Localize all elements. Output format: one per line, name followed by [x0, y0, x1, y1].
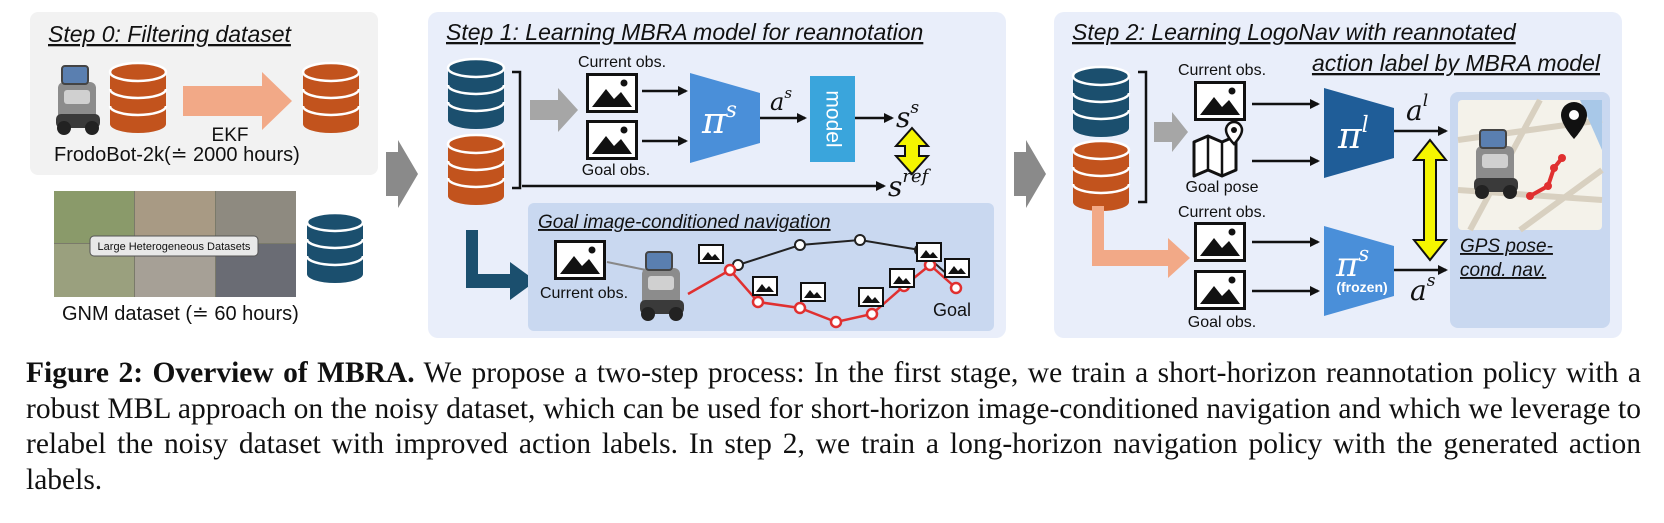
policy-s-label: πs	[701, 98, 737, 142]
image-icon	[889, 268, 915, 288]
gps-label-line1: GPS pose-	[1460, 236, 1553, 257]
database-icon	[305, 211, 365, 285]
ekf-label: EKF	[212, 125, 249, 146]
image-icon	[1194, 222, 1246, 262]
step2-goal-obs-label: Goal obs.	[1188, 314, 1256, 331]
policy-s-block	[690, 73, 760, 163]
action-s-label: as	[770, 84, 792, 116]
image-icon	[586, 120, 638, 160]
frozen-label: (frozen)	[1336, 279, 1387, 295]
database-icon	[1071, 65, 1131, 139]
policy-l-block	[1324, 88, 1394, 178]
policy-l-label: πl	[1337, 113, 1369, 157]
goal-pose-label: Goal pose	[1186, 179, 1259, 196]
step1-title: Step 1: Learning MBRA model for reannota…	[446, 19, 923, 45]
policy-s-frozen-block	[1324, 226, 1394, 316]
step0-title: Step 0: Filtering dataset	[48, 21, 293, 47]
image-icon	[858, 287, 884, 307]
image-icon	[752, 276, 778, 296]
action-l-label: al	[1406, 91, 1428, 127]
mbra-overview-diagram: Step 0: Filtering dataset EKF FrodoBot-2…	[30, 12, 1622, 338]
frodobot-label: FrodoBot-2k(≐ 2000 hours)	[54, 144, 300, 166]
database-icon	[1071, 139, 1131, 213]
image-icon	[586, 73, 638, 113]
image-icon	[800, 282, 826, 302]
compare-arrow	[1411, 138, 1449, 262]
caption-label: Figure 2: Overview of MBRA.	[26, 357, 415, 389]
model-label: model	[821, 90, 844, 147]
step2-current-obs-top: Current obs.	[1178, 62, 1266, 79]
sub-current-obs-label: Current obs.	[540, 285, 628, 302]
figure-caption: Figure 2: Overview of MBRA. We propose a…	[26, 356, 1641, 498]
gnm-label: GNM dataset (≐ 60 hours)	[62, 303, 299, 325]
state-s-label: ss	[896, 98, 919, 134]
step2-panel: Step 2: Learning LogoNav with reannotate…	[1054, 12, 1622, 338]
sub-panel-title: Goal image-conditioned navigation	[538, 212, 831, 233]
gps-map-icon	[1450, 92, 1610, 328]
image-icon	[1194, 81, 1246, 121]
sub-goal-label: Goal	[933, 300, 971, 320]
step-arrow	[386, 140, 418, 208]
step0-panel: Step 0: Filtering dataset EKF FrodoBot-2…	[30, 12, 378, 325]
step2-current-obs-bottom: Current obs.	[1178, 204, 1266, 221]
gnm-photo-collage: Large Heterogeneous Datasets	[54, 191, 296, 297]
action-s-frozen-label: as	[1410, 271, 1436, 307]
ekf-arrow	[183, 72, 292, 130]
flow-arrow	[466, 230, 536, 300]
database-icon	[446, 57, 506, 131]
image-icon	[916, 242, 942, 262]
sub-panel-nav: Goal image-conditioned navigation Curren…	[528, 203, 994, 331]
goal-obs-label: Goal obs.	[582, 162, 650, 179]
database-icon	[446, 133, 506, 207]
state-ref-label: sref	[888, 166, 932, 203]
current-obs-label: Current obs.	[578, 54, 666, 71]
step1-panel: Step 1: Learning MBRA model for reannota…	[428, 12, 1006, 338]
step-arrow	[1014, 140, 1046, 208]
compare-arrow	[893, 126, 931, 176]
image-icon	[1194, 270, 1246, 310]
gps-label-line2: cond. nav.	[1460, 260, 1546, 281]
flow-arrow	[530, 88, 578, 132]
image-icon	[554, 240, 606, 280]
step2-title-line1: Step 2: Learning LogoNav with reannotate…	[1072, 19, 1517, 45]
database-icon	[108, 61, 168, 135]
photo-label: Large Heterogeneous Datasets	[98, 241, 251, 253]
caption-text: We propose a two-step process: In the fi…	[26, 357, 1642, 496]
image-icon	[944, 258, 970, 278]
database-icon	[301, 61, 361, 135]
flow-arrow	[1092, 206, 1190, 278]
map-pin-icon	[1192, 120, 1244, 178]
image-icon	[698, 244, 724, 264]
flow-arrow	[1154, 112, 1188, 152]
model-block	[810, 76, 855, 162]
policy-s-frozen-label: πs	[1335, 242, 1369, 285]
step2-title-line2: action label by MBRA model	[1312, 50, 1601, 76]
